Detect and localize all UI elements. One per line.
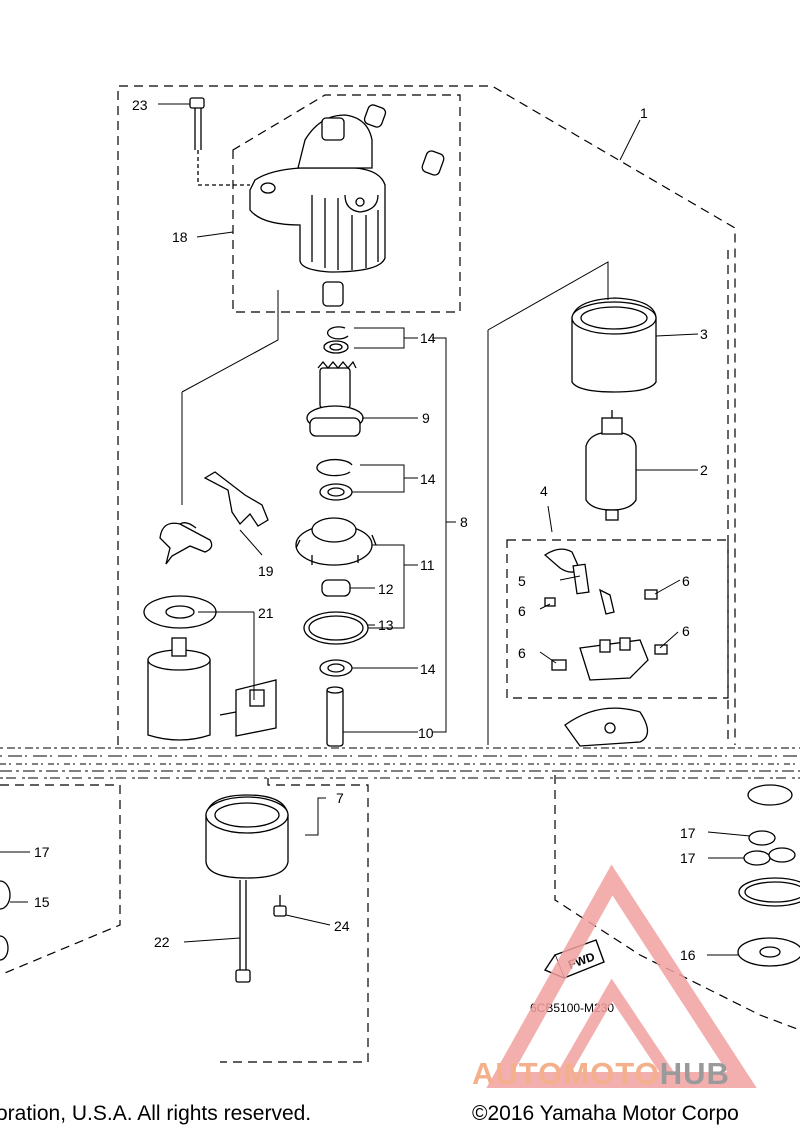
copyright-left: oration, U.S.A. All rights reserved.: [0, 1102, 312, 1125]
callout-14c: 14: [420, 661, 436, 677]
watermark-logo: [486, 864, 757, 1088]
callout-11: 11: [420, 557, 435, 573]
callout-17c: 17: [680, 850, 696, 866]
callout-14b: 14: [420, 471, 436, 487]
callout-6c: 6: [682, 623, 690, 639]
callout-labels: 1 23 18 3 14 9 2 14 4 8 19 11 5 6 12 6 2…: [34, 97, 708, 963]
watermark-brand-text: AUTOMOTOHUB: [472, 1056, 730, 1092]
callout-15: 15: [34, 894, 50, 910]
brand-part-2: HUB: [659, 1056, 730, 1091]
copyright-right: ©2016 Yamaha Motor Corpo: [472, 1102, 739, 1125]
lower-parts: [0, 784, 800, 983]
callout-4: 4: [540, 483, 548, 499]
callout-10: 10: [418, 725, 434, 741]
terminal-caps: [322, 104, 445, 307]
solenoid-housing: [249, 114, 386, 273]
left-side-parts: [143, 471, 277, 741]
callout-9: 9: [422, 410, 430, 426]
callout-22: 22: [154, 934, 170, 950]
right-side-parts: [543, 297, 668, 747]
assembly-outlines: [0, 85, 800, 1063]
callout-18: 18: [172, 229, 188, 245]
callout-6b: 6: [518, 603, 526, 619]
callout-13: 13: [378, 617, 394, 633]
leader-lines: [0, 103, 751, 956]
callout-12: 12: [378, 581, 394, 597]
callout-8: 8: [460, 514, 468, 530]
brand-part-1: AUTOMOTO: [472, 1056, 660, 1091]
callout-17b: 17: [34, 844, 50, 860]
center-stack-parts: [295, 326, 377, 747]
callout-1: 1: [640, 105, 648, 121]
callout-17a: 17: [680, 825, 696, 841]
callout-2: 2: [700, 462, 708, 478]
callout-7: 7: [336, 790, 344, 806]
callout-16: 16: [680, 947, 696, 963]
callout-24: 24: [334, 918, 350, 934]
callout-19: 19: [258, 563, 274, 579]
callout-5: 5: [518, 573, 526, 589]
callout-21: 21: [258, 605, 274, 621]
callout-3: 3: [700, 326, 708, 342]
callout-6a: 6: [682, 573, 690, 589]
bolt-23: [189, 97, 250, 186]
scan-artifact-band: [0, 747, 800, 779]
callout-6d: 6: [518, 645, 526, 661]
callout-23: 23: [132, 97, 148, 113]
callout-14a: 14: [420, 330, 436, 346]
